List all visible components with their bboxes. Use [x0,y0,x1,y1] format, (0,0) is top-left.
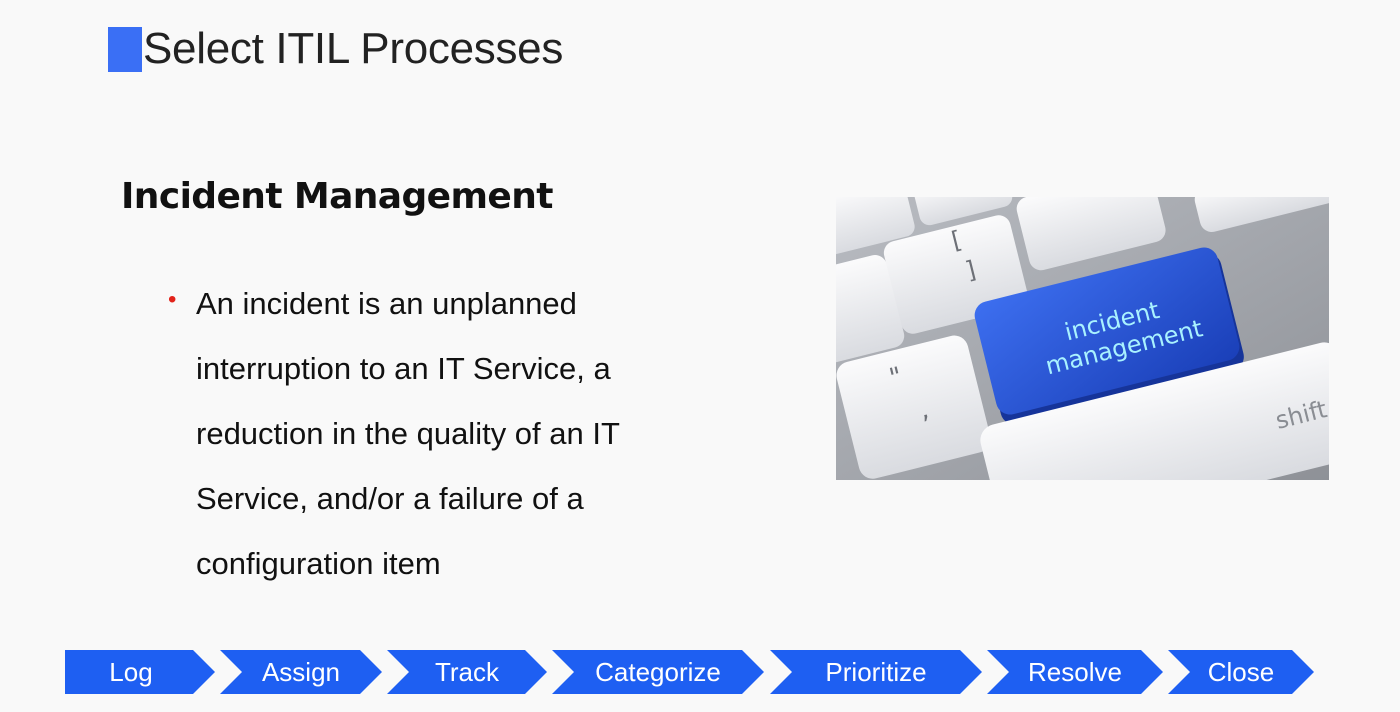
flow-step-assign[interactable]: Assign [220,650,382,694]
bullet-dot-icon: • [168,286,177,313]
key-shift: shift [980,342,1329,480]
flow-step-prioritize[interactable]: Prioritize [770,650,982,694]
keyboard-photo: [ ] " , incident management shift [836,197,1329,480]
key-incident-management: incident management [974,247,1244,425]
slide-title: Select ITIL Processes [143,24,564,73]
process-flow: Log Assign Track Categorize Prioritize R… [65,650,1315,694]
key-left-middle [836,254,905,364]
section-heading: Incident Management [121,176,553,217]
key-top-left [836,197,915,255]
flow-step-close[interactable]: Close [1168,650,1314,694]
bullet-text: An incident is an unplanned interruption… [196,286,620,581]
key-top-far-right [1194,197,1329,233]
key-top-right [1016,197,1166,271]
key-quote: " , [836,335,991,479]
flow-step-resolve[interactable]: Resolve [987,650,1163,694]
key-top-middle [914,197,1013,226]
flow-step-track[interactable]: Track [387,650,547,694]
title-accent-bar [108,27,142,72]
flow-step-categorize[interactable]: Categorize [552,650,764,694]
flow-step-log[interactable]: Log [65,650,215,694]
